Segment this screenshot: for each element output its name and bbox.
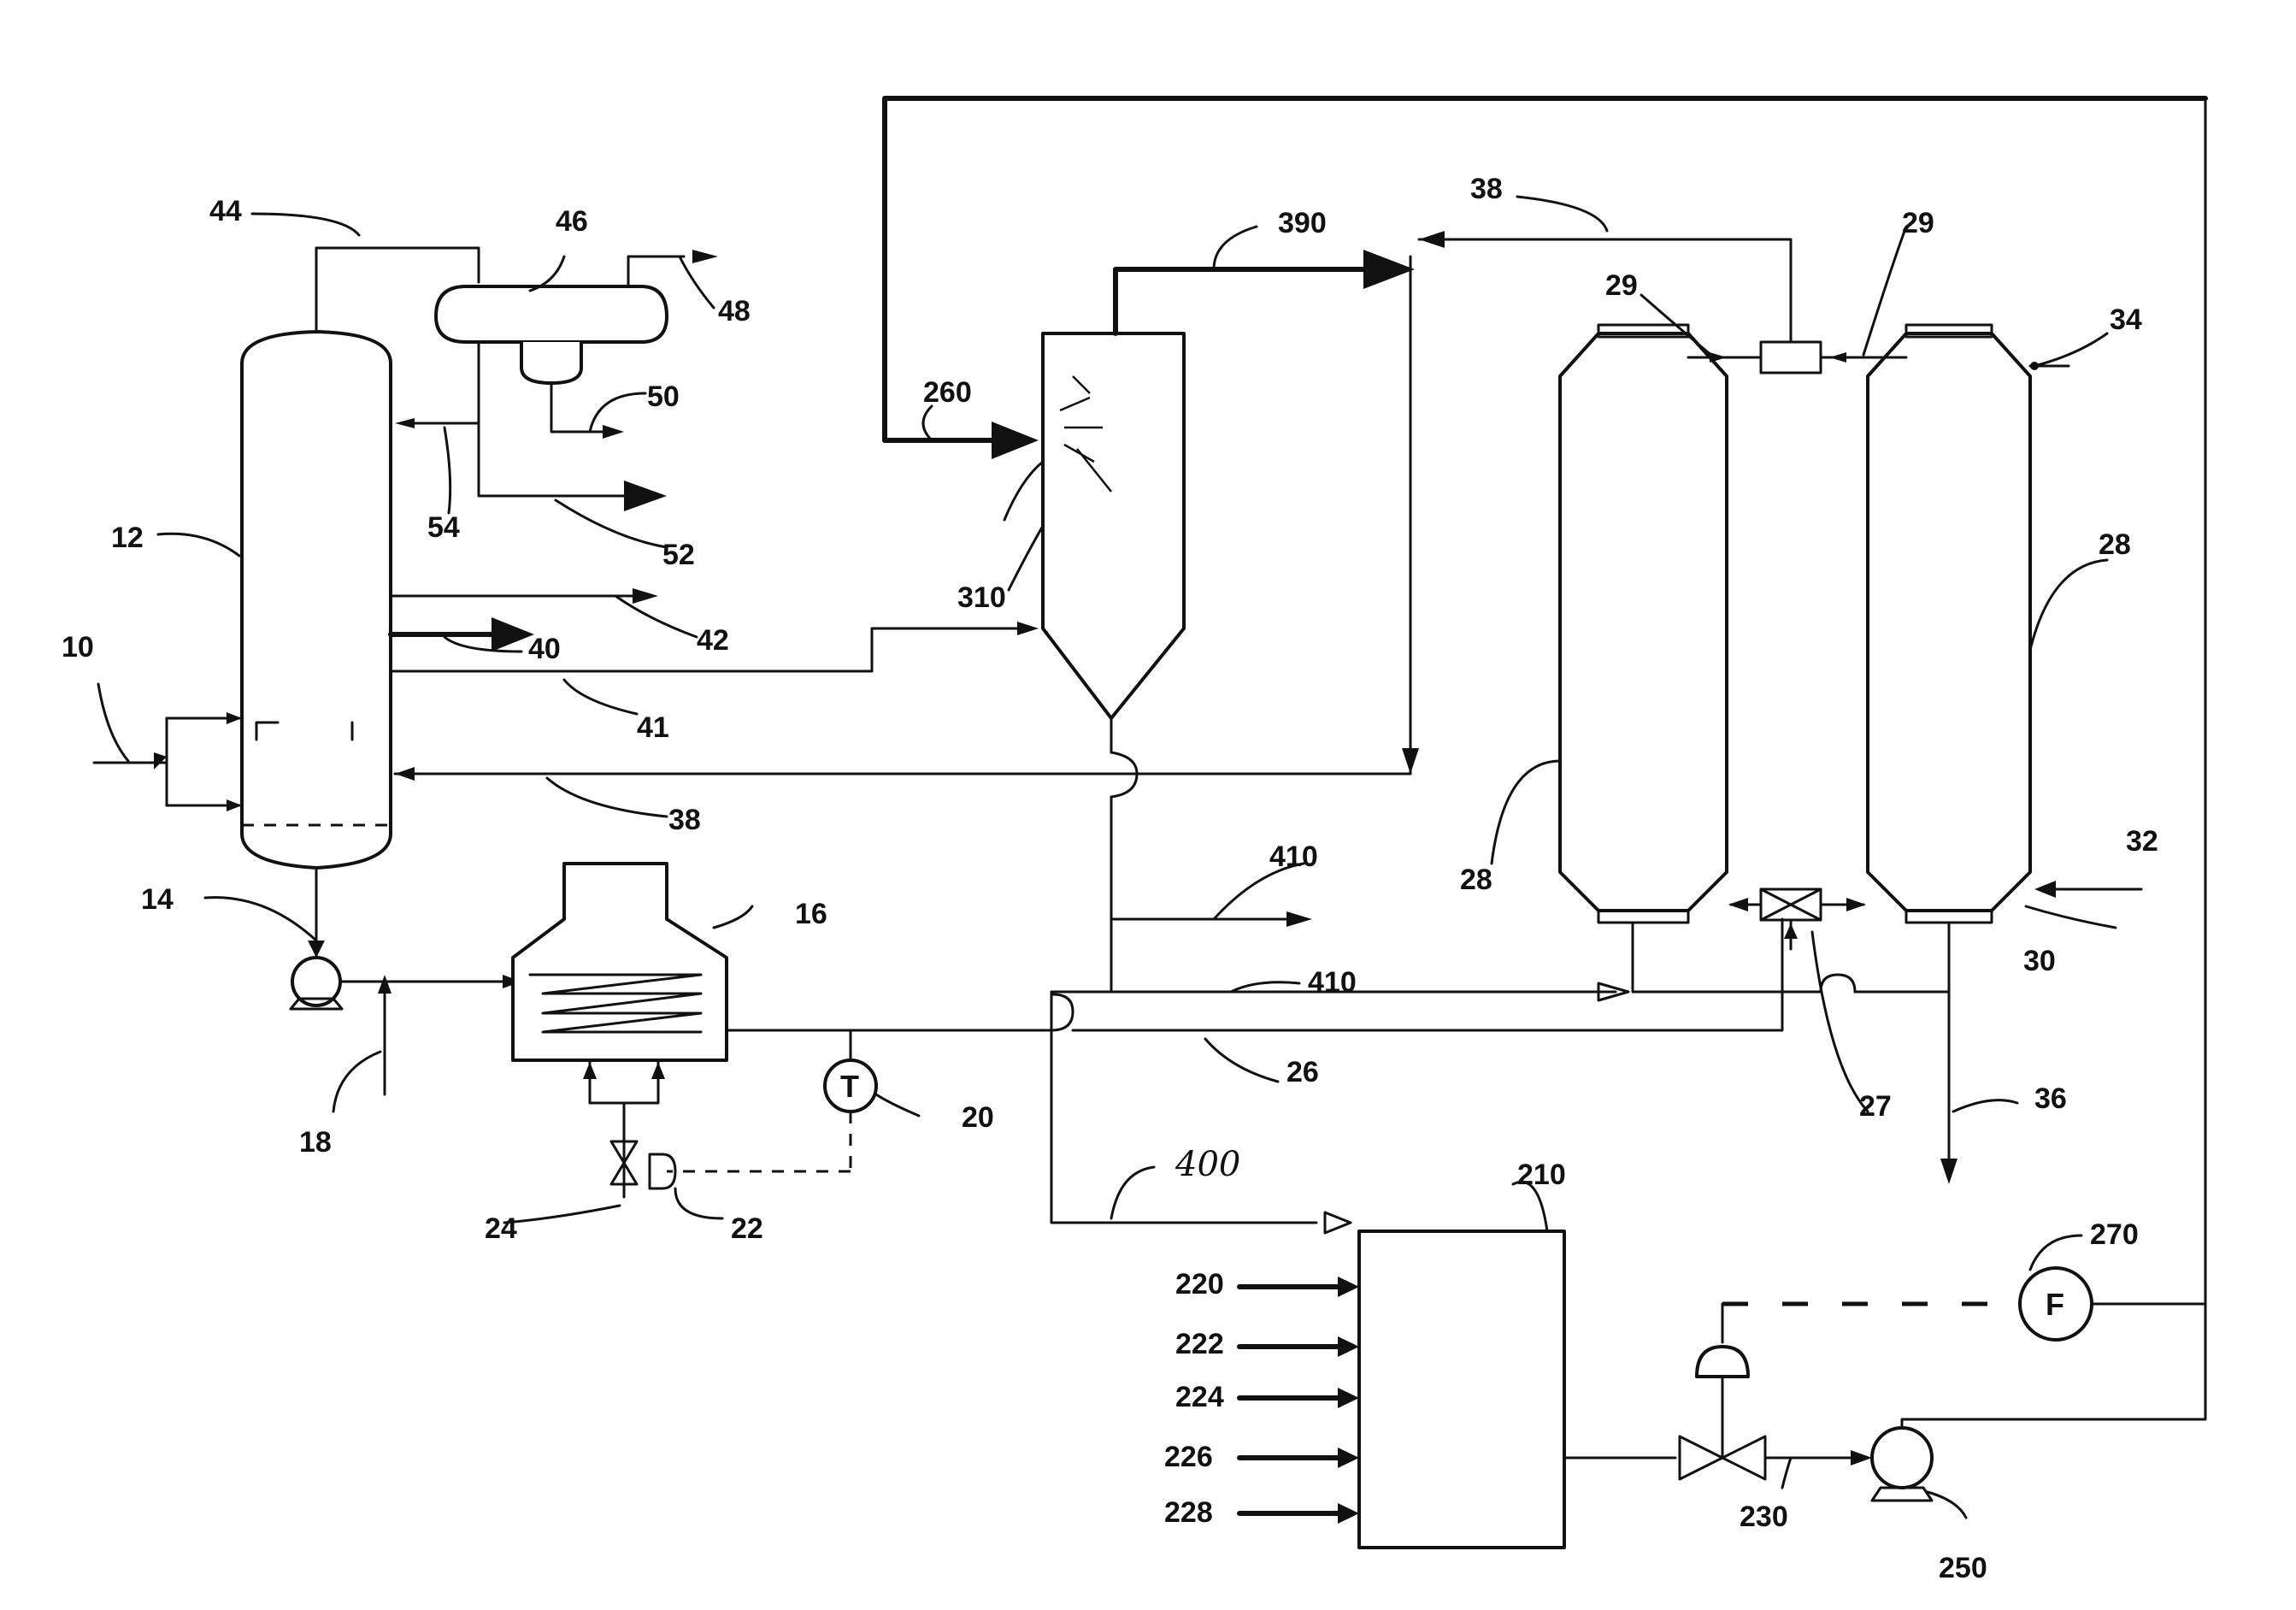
fuel-valve-24	[611, 1103, 637, 1197]
arrow-52	[624, 481, 667, 511]
label-28-left: 28	[1460, 864, 1492, 896]
label-46: 46	[556, 205, 588, 238]
label-270: 270	[2090, 1218, 2139, 1251]
label-410-lower: 410	[1308, 966, 1357, 999]
label-30: 30	[2023, 945, 2056, 977]
label-26: 26	[1286, 1056, 1319, 1088]
mixing-tank-210	[1359, 1231, 1564, 1548]
label-29-right: 29	[1902, 207, 1934, 239]
label-390: 390	[1278, 207, 1327, 239]
temp-symbol: T	[840, 1069, 859, 1104]
label-28-right: 28	[2099, 528, 2131, 561]
switch-valve-27	[1728, 889, 1866, 949]
feed-line-10	[94, 712, 242, 811]
label-44: 44	[209, 195, 242, 227]
flow-controller-270	[1722, 1268, 2205, 1342]
label-54: 54	[427, 511, 460, 544]
label-14: 14	[141, 883, 174, 916]
arrow-54	[395, 418, 415, 428]
line-26	[1051, 919, 1782, 1030]
label-22: 22	[731, 1212, 763, 1245]
reactor-28-right	[1855, 325, 2030, 1184]
label-38-bottom: 38	[668, 804, 701, 836]
label-38-top: 38	[1470, 173, 1503, 205]
arrow-48	[692, 250, 718, 263]
label-226: 226	[1164, 1441, 1213, 1473]
label-32: 32	[2126, 825, 2158, 858]
label-50: 50	[647, 380, 680, 413]
line-18	[378, 975, 521, 1094]
label-400: 400	[1174, 1145, 1240, 1184]
label-228: 228	[1164, 1496, 1213, 1529]
label-230: 230	[1740, 1501, 1788, 1533]
label-260: 260	[923, 376, 972, 409]
label-41: 41	[637, 711, 669, 744]
label-27: 27	[1859, 1090, 1892, 1123]
label-34: 34	[2110, 304, 2142, 336]
heater-16	[513, 864, 1051, 1103]
label-48: 48	[718, 295, 751, 327]
label-42: 42	[697, 624, 729, 657]
reactor-28-left	[1560, 325, 1855, 992]
line-410	[1051, 983, 1628, 1233]
label-40: 40	[528, 633, 561, 665]
label-24: 24	[485, 1212, 517, 1245]
distillation-column-12	[242, 332, 391, 868]
label-222: 222	[1175, 1328, 1224, 1360]
label-10: 10	[62, 631, 94, 663]
line-32-30	[2034, 881, 2141, 898]
label-410-upper: 410	[1269, 840, 1318, 873]
label-20: 20	[962, 1101, 994, 1134]
label-12: 12	[111, 522, 144, 554]
label-210: 210	[1517, 1159, 1566, 1191]
control-valve-230	[1564, 1347, 1872, 1479]
label-16: 16	[795, 898, 827, 930]
label-220: 220	[1175, 1268, 1224, 1300]
label-310: 310	[957, 581, 1006, 614]
label-224: 224	[1175, 1381, 1224, 1413]
label-29-left: 29	[1605, 269, 1638, 302]
pump-14	[291, 868, 385, 1009]
label-250: 250	[1939, 1552, 1987, 1584]
line-390	[1116, 250, 1415, 333]
separator-310	[1043, 333, 1184, 718]
label-52: 52	[662, 539, 695, 571]
flow-symbol: F	[2046, 1287, 2064, 1322]
label-36: 36	[2034, 1082, 2067, 1115]
arrow-50	[603, 425, 624, 439]
label-18: 18	[299, 1126, 332, 1159]
reflux-drum-46	[402, 257, 684, 496]
feed-arrows-220-228	[1239, 1277, 1359, 1524]
